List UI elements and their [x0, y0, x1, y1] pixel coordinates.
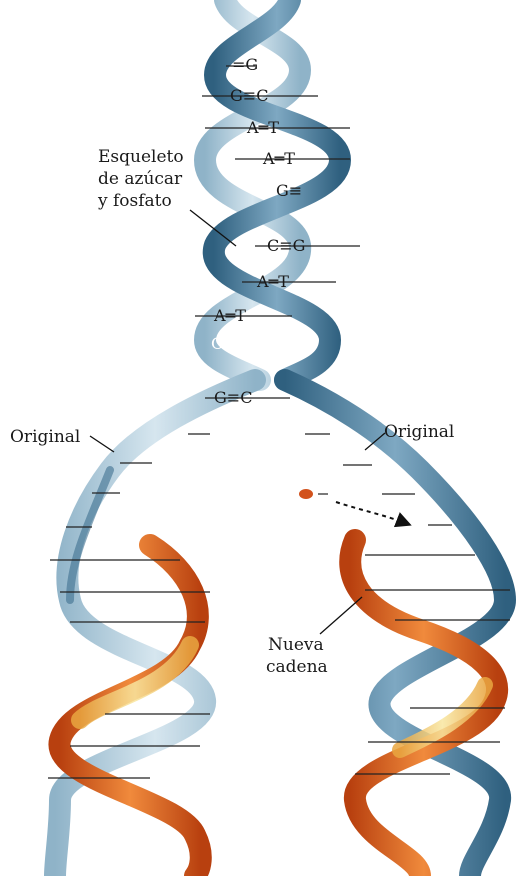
base-pair: A═T [262, 149, 295, 168]
base-pair: C≡G [267, 236, 305, 255]
left-daughter-helix [55, 380, 255, 876]
base-pair: A═T [213, 306, 246, 325]
base-pair: A═T [256, 272, 289, 291]
free-nucleotide [299, 489, 313, 499]
right-daughter-helix [285, 380, 505, 876]
backbone-label-line-2: de azúcar [98, 169, 183, 189]
base-pair: G≡ [276, 181, 302, 200]
new-strand-label-line-2: cadena [266, 657, 328, 677]
original-right-label: Original [384, 422, 454, 442]
original-left-label: Original [10, 427, 80, 447]
base-pair: A═T [246, 118, 279, 137]
base-pair: G≡C [230, 86, 268, 105]
new-strand-label-line-1: Nueva [268, 635, 324, 655]
base-pair: =G [232, 55, 258, 74]
backbone-label-line-1: Esqueleto [98, 147, 184, 167]
base-pair: C≡ [211, 334, 237, 353]
new-strand-leader-line [320, 597, 362, 634]
base-pair: G≡C [214, 388, 252, 407]
incoming-nucleotide-arrow [336, 502, 408, 524]
backbone-label-line-3: y fosfato [97, 191, 172, 211]
original-left-leader-line [90, 436, 114, 452]
